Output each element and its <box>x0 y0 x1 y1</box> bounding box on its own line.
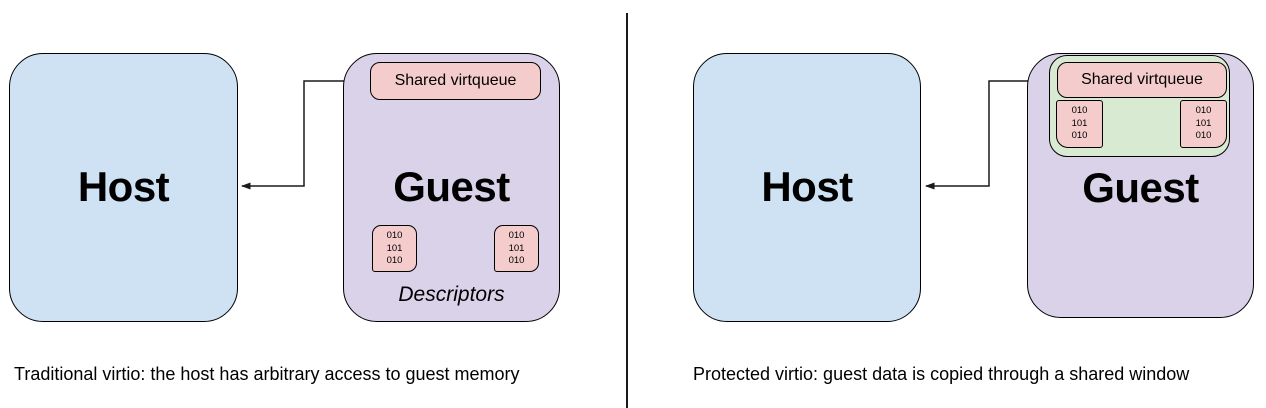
descriptors-label: Descriptors <box>398 283 505 306</box>
descriptor-box-left: 010 101 010 <box>1056 100 1103 148</box>
host-box <box>693 53 921 322</box>
caption-traditional-virtio: Traditional virtio: the host has arbitra… <box>14 364 520 384</box>
guest-label: Guest <box>393 163 510 210</box>
shared-virtqueue-label: Shared virtqueue <box>1081 71 1203 88</box>
descriptor-box-right: 010 101 010 <box>494 225 539 272</box>
shared-virtqueue-box: Shared virtqueue <box>370 62 541 100</box>
descriptor-box-right: 010 101 010 <box>1180 100 1227 148</box>
descriptor-box-left: 010 101 010 <box>372 225 417 272</box>
host-box <box>9 53 238 322</box>
guest-label: Guest <box>1082 164 1199 211</box>
host-label: Host <box>77 163 170 210</box>
shared-virtqueue-box: Shared virtqueue <box>1057 62 1227 98</box>
shared-virtqueue-label: Shared virtqueue <box>394 72 517 89</box>
panel-divider <box>626 13 628 408</box>
caption-protected-virtio: Protected virtio: guest data is copied t… <box>693 364 1190 384</box>
host-label: Host <box>761 163 853 210</box>
